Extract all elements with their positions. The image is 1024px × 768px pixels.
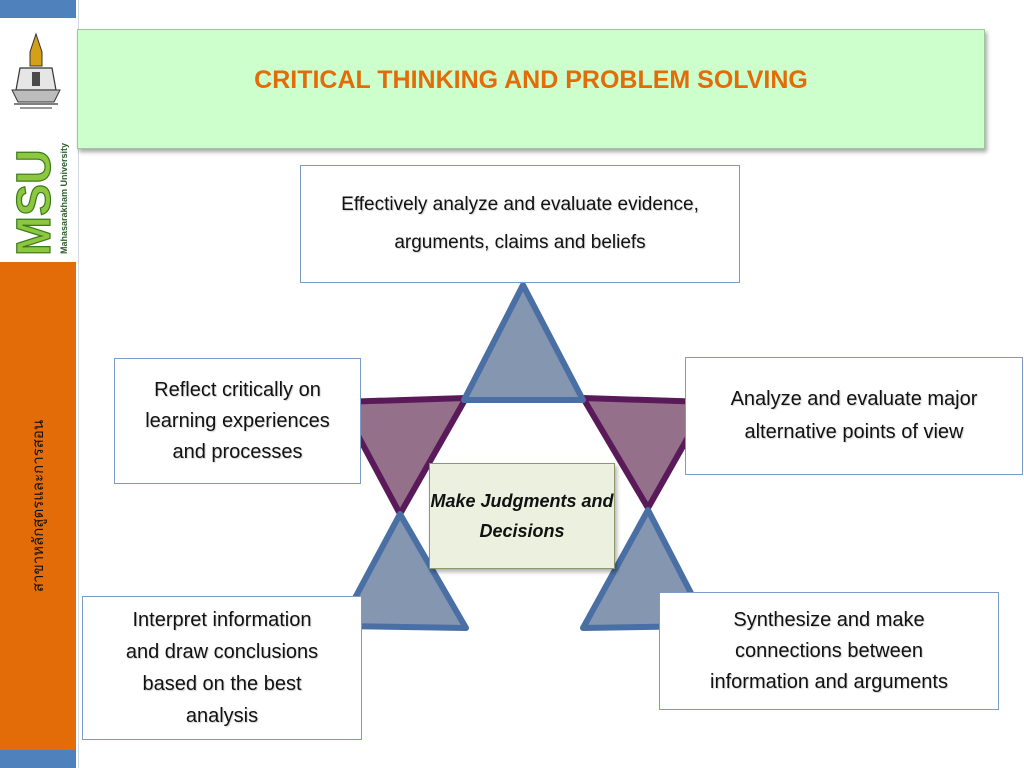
box-line: alternative points of view xyxy=(744,421,964,443)
box-line: Reflect critically on xyxy=(154,378,321,401)
box-reflect-critically: Reflect critically on learning experienc… xyxy=(114,358,361,484)
box-line: arguments, claims and beliefs xyxy=(394,232,646,253)
page-title: CRITICAL THINKING AND PROBLEM SOLVING xyxy=(254,66,808,94)
center-line: Make Judgments xyxy=(430,491,577,511)
center-box-judgments: Make Judgments and Decisions xyxy=(429,463,615,569)
sidebar-top-band xyxy=(0,0,76,18)
box-line: Synthesize and make xyxy=(733,608,925,631)
center-line: and Decisions xyxy=(479,491,614,541)
triangle-bottom-left xyxy=(337,511,469,631)
box-line: learning experiences xyxy=(145,409,330,432)
box-evaluate-evidence: Effectively analyze and evaluate evidenc… xyxy=(300,165,740,283)
triangle-top xyxy=(461,282,586,403)
box-synthesize-connections: Synthesize and make connections between … xyxy=(659,592,999,710)
svg-text:MSU: MSU xyxy=(8,149,61,256)
sidebar-bottom-band xyxy=(0,750,76,768)
box-line: connections between xyxy=(735,639,923,662)
msu-wordmark: MSU Mahasarakham University xyxy=(7,143,69,257)
svg-text:Mahasarakham University: Mahasarakham University xyxy=(59,143,69,254)
box-alternative-views: Analyze and evaluate major alternative p… xyxy=(685,357,1023,475)
box-line: Analyze and evaluate major xyxy=(730,388,978,410)
title-banner: CRITICAL THINKING AND PROBLEM SOLVING xyxy=(77,29,985,149)
box-line: based on the best xyxy=(142,673,302,695)
box-line: information and arguments xyxy=(710,670,948,693)
box-line: and draw conclusions xyxy=(125,641,319,663)
triangle-upper-left xyxy=(337,395,469,517)
box-line: and processes xyxy=(172,440,303,463)
box-line: analysis xyxy=(185,705,259,727)
university-emblem-icon xyxy=(11,32,61,109)
triangle-upper-right xyxy=(580,395,711,511)
box-interpret-information: Interpret information and draw conclusio… xyxy=(82,596,362,740)
box-line: Effectively analyze and evaluate evidenc… xyxy=(341,194,699,215)
box-line: Interpret information xyxy=(132,609,312,631)
sidebar-orange-band xyxy=(0,262,76,750)
sidebar: MSU Mahasarakham University สาขาหลักสูตร… xyxy=(0,0,79,768)
